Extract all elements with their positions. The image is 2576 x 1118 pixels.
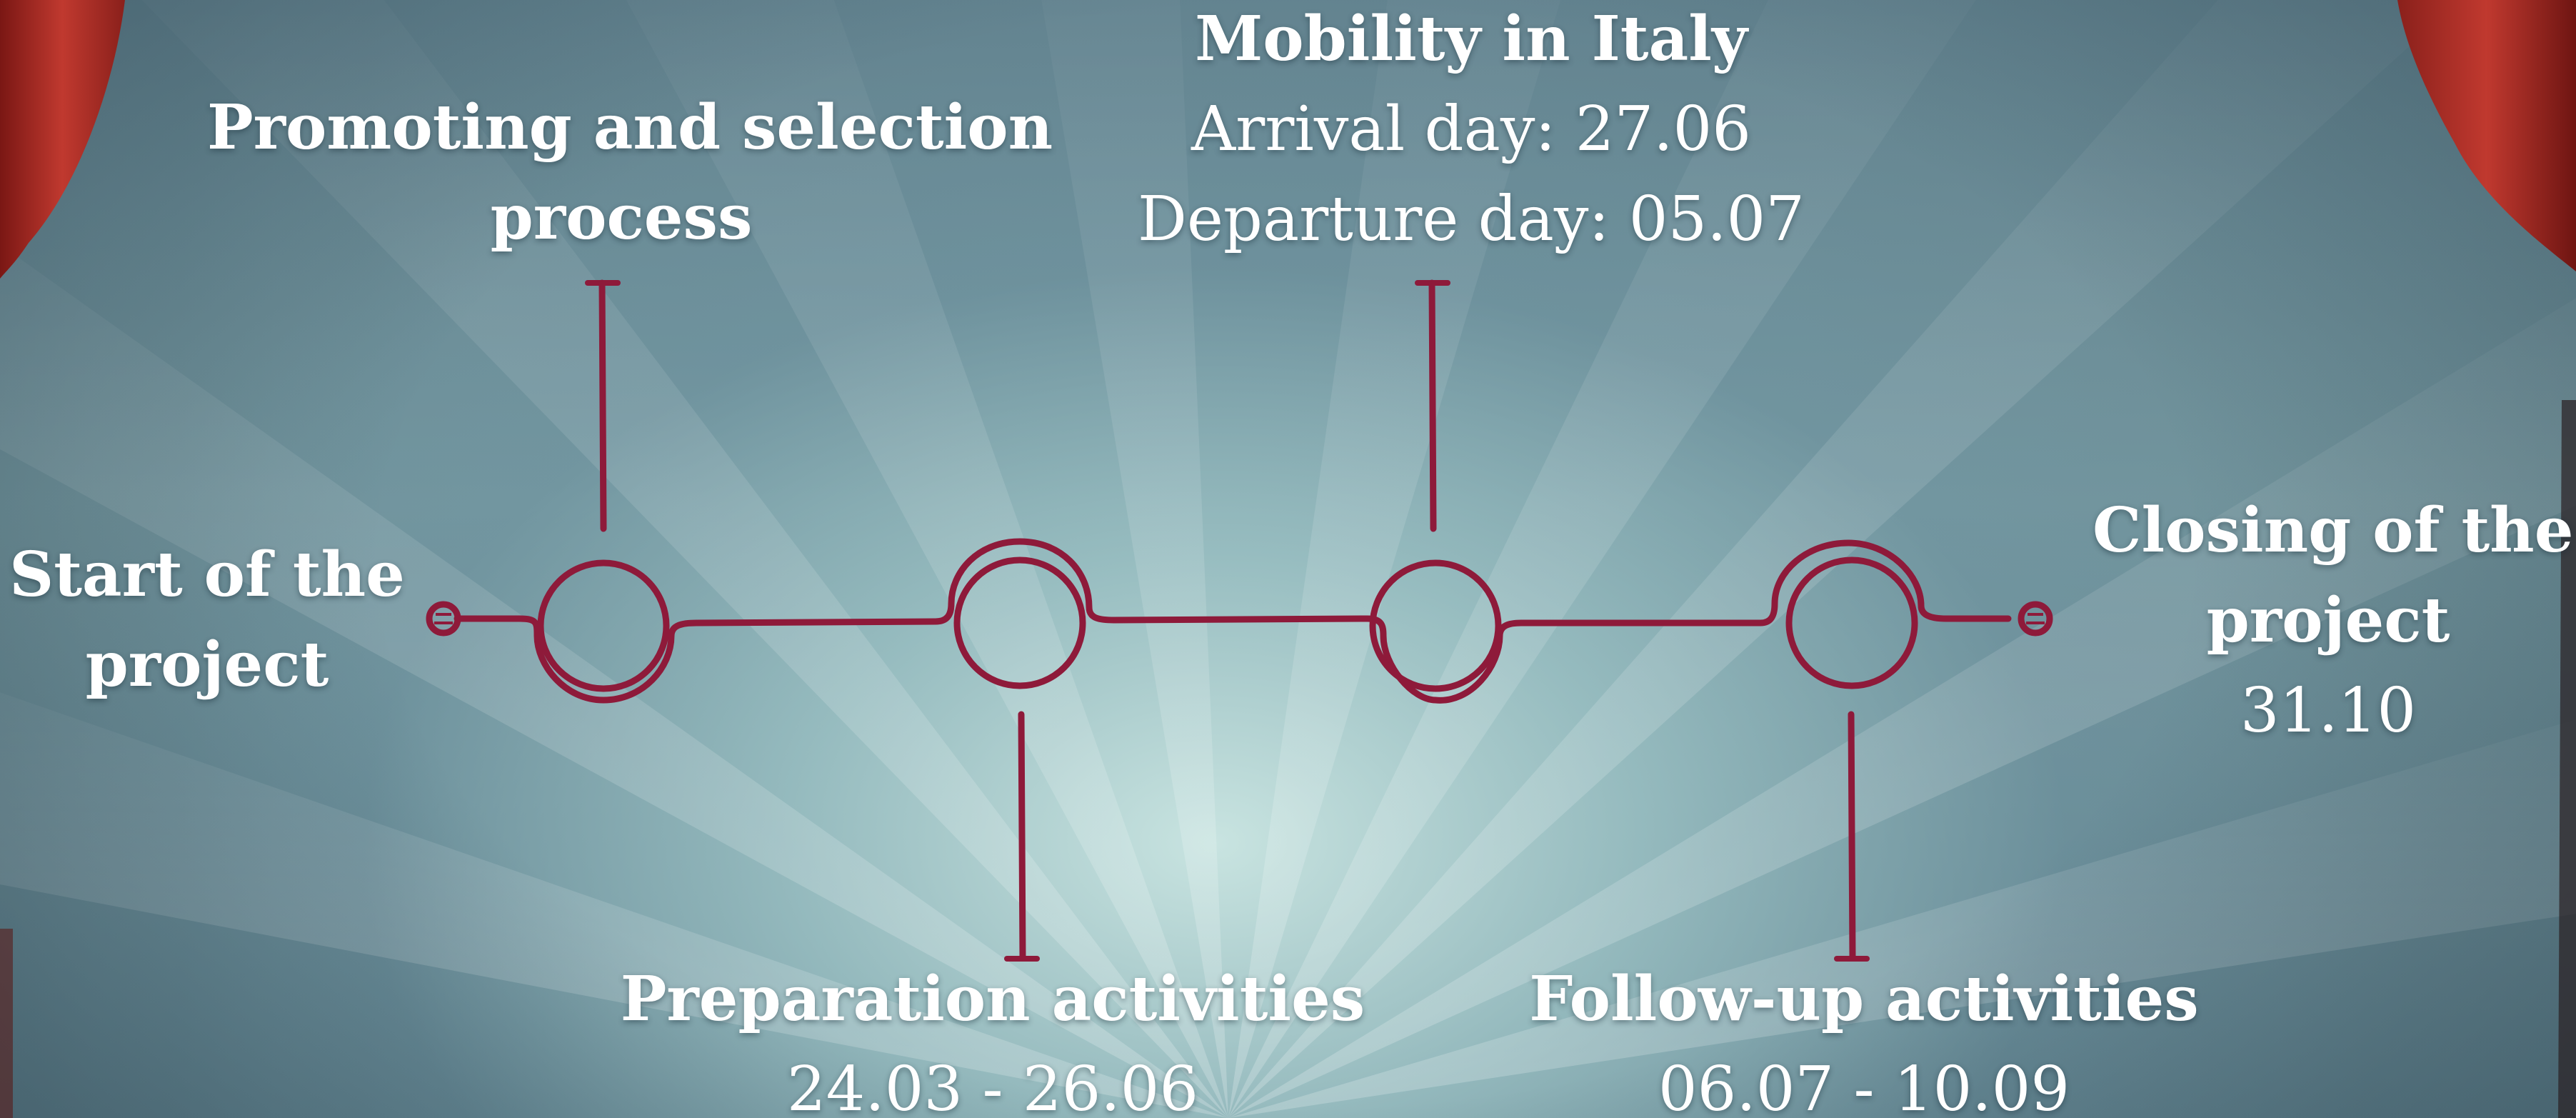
mobility-departure: Departure day: 05.07 [1138, 184, 1805, 255]
timeline-line [453, 538, 2012, 704]
mobility-arrival: Arrival day: 27.06 [1191, 94, 1751, 165]
timeline-endpoint-end [2018, 601, 2053, 637]
promoting-title-line2: process [490, 181, 753, 254]
label-preparation: Preparation activities 24.03 - 26.06 [600, 954, 1385, 1118]
label-start: Start of the project [7, 530, 407, 710]
closing-title-line2: project [2206, 584, 2450, 657]
preparation-dates: 24.03 - 26.06 [786, 1054, 1199, 1118]
timeline-node-followup [1785, 556, 1918, 689]
closing-title-line1: Closing of the [2093, 494, 2574, 567]
timeline-node-promoting [537, 559, 670, 692]
followup-dates: 06.07 - 10.09 [1658, 1054, 2070, 1118]
followup-title: Follow-up activities [1529, 963, 2199, 1035]
timeline-node-preparation [953, 556, 1086, 689]
mobility-title: Mobility in Italy [1195, 3, 1748, 75]
start-title-line1: Start of the [9, 539, 405, 611]
connector-mobility [1428, 279, 1437, 532]
connector-preparation [1018, 711, 1026, 961]
promoting-title-line1: Promoting and selection [207, 91, 1053, 164]
start-title-line2: project [85, 629, 329, 701]
stage-curtain-right-icon [2397, 0, 2576, 1118]
timeline-endpoint-start [426, 601, 461, 637]
stage-curtain-left-icon [0, 0, 125, 1118]
label-followup: Follow-up activities 06.07 - 10.09 [1471, 954, 2257, 1118]
label-closing: Closing of the project 31.10 [2093, 486, 2574, 756]
connector-followup [1848, 711, 1856, 961]
label-mobility: Mobility in Italy Arrival day: 27.06 Dep… [1078, 0, 1864, 264]
preparation-title: Preparation activities [620, 963, 1365, 1035]
closing-date: 31.10 [2240, 675, 2417, 747]
timeline-node-mobility [1369, 559, 1502, 692]
connector-promoting [598, 279, 607, 532]
label-promoting: Promoting and selection process [207, 83, 1053, 263]
